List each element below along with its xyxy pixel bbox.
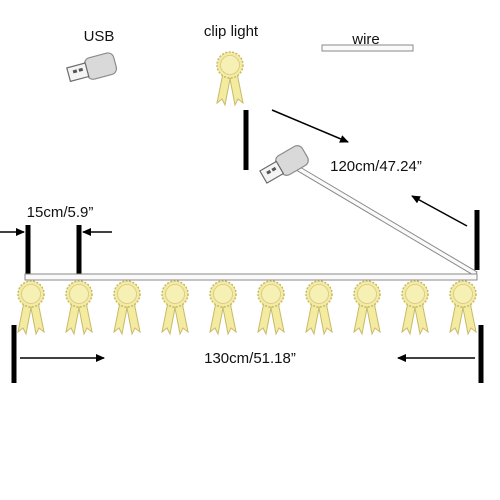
clip-light-icon <box>401 280 429 335</box>
clip-light-icon <box>257 280 285 335</box>
clip-light-icon <box>161 280 189 335</box>
lead-arrow-left <box>271 109 349 143</box>
usb-plug-icon <box>65 51 119 86</box>
clip-light-icon <box>353 280 381 335</box>
clip-light-icon <box>216 51 244 106</box>
clip-light-icon <box>17 280 45 335</box>
usb-label: USB <box>84 28 115 45</box>
clip-spacing-length: 15cm/5.9” <box>27 204 94 221</box>
clip-light-icon <box>65 280 93 335</box>
wire-icon <box>321 44 414 52</box>
clip-light-icon <box>305 280 333 335</box>
clip-light-label: clip light <box>204 23 259 40</box>
clip-light-icon <box>209 280 237 335</box>
clip-lights <box>17 280 477 335</box>
total-length: 130cm/51.18” <box>204 350 296 367</box>
clip-light-icon <box>449 280 477 335</box>
lead-arrow-right <box>411 195 468 227</box>
string-wire <box>24 273 478 281</box>
lead-usb-plug-icon <box>257 142 312 188</box>
wire-label: wire <box>351 31 380 48</box>
lead-wire-length: 120cm/47.24” <box>330 158 422 175</box>
clip-light-icon <box>113 280 141 335</box>
